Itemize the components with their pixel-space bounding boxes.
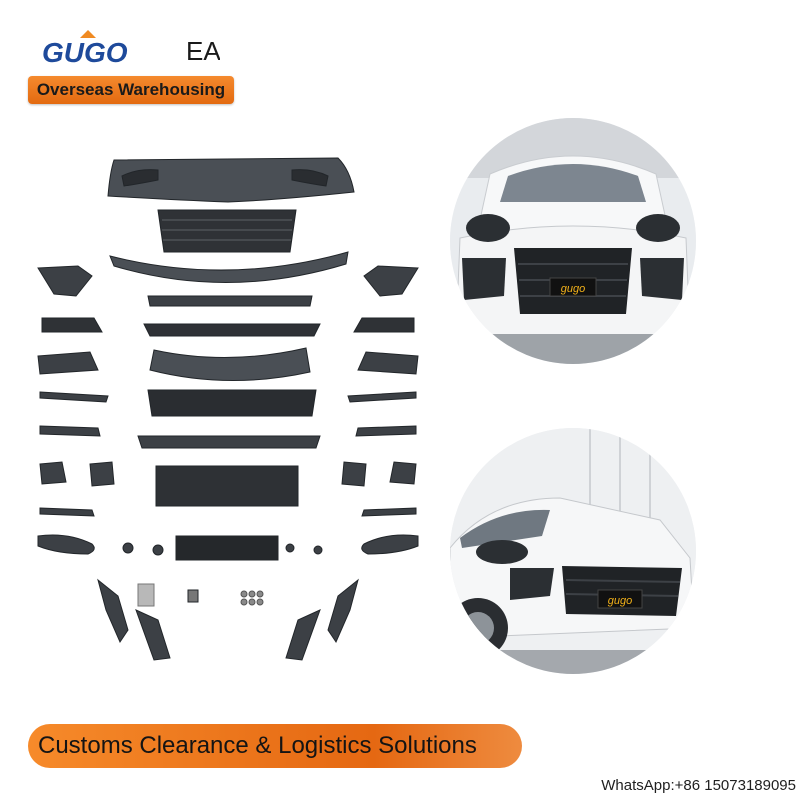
car-angled-photo: gugo	[450, 428, 696, 674]
eac-text: EAC	[186, 36, 220, 66]
customs-logistics-banner: Customs Clearance & Logistics Solutions	[28, 724, 522, 768]
angled-plate-text: gugo	[608, 595, 632, 607]
car-front-photo: gugo	[450, 118, 696, 364]
eac-mark-icon: EAC	[186, 32, 220, 66]
bumper-parts-illustration	[28, 140, 428, 670]
logo-text: GUGO	[42, 37, 128, 68]
overseas-warehousing-badge: Overseas Warehousing	[28, 76, 234, 104]
whatsapp-contact: WhatsApp:+86 15073189095	[601, 777, 796, 794]
gugo-logo: GUGO	[40, 28, 132, 68]
front-plate-text: gugo	[561, 283, 585, 295]
